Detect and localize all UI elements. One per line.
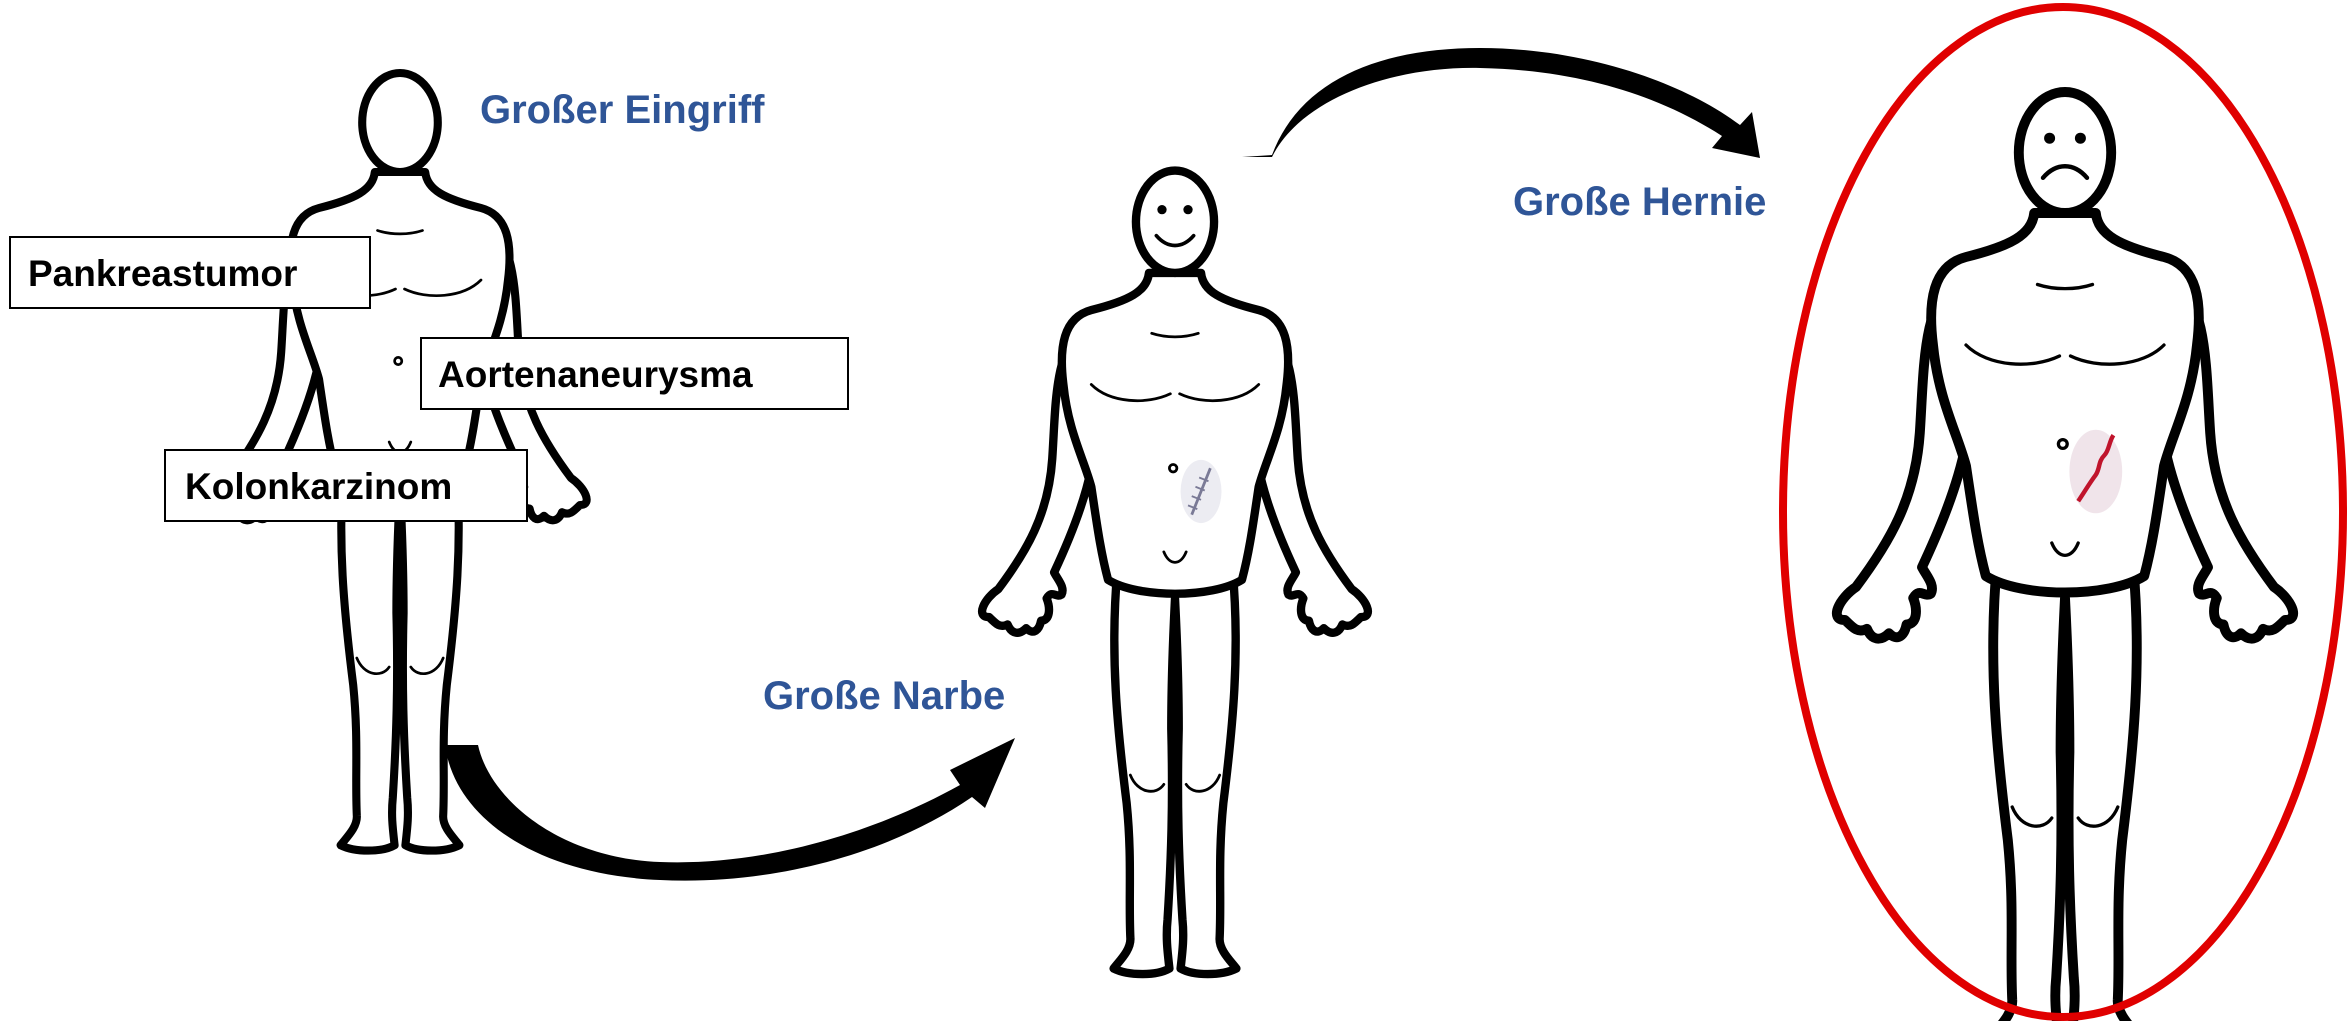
condition-box-aorta: Aortenaneurysma bbox=[421, 338, 848, 409]
condition-box-pancreas: Pankreastumor bbox=[10, 237, 370, 308]
hernia-icon bbox=[2069, 430, 2122, 514]
scar-icon bbox=[1181, 460, 1222, 523]
figure-large-scar bbox=[982, 171, 1368, 975]
condition-label: Kolonkarzinom bbox=[185, 466, 452, 507]
condition-label: Pankreastumor bbox=[28, 253, 297, 294]
figure-large-hernia bbox=[1837, 92, 2293, 1021]
stage-label-surgery: Großer Eingriff bbox=[480, 88, 765, 132]
curved-arrow-icon bbox=[1242, 48, 1760, 158]
stage-label-scar: Große Narbe bbox=[763, 674, 1005, 718]
curved-arrow-icon bbox=[445, 738, 1015, 881]
stage-label-hernia: Große Hernie bbox=[1513, 180, 1766, 224]
condition-box-colon: Kolonkarzinom bbox=[165, 450, 527, 521]
condition-label: Aortenaneurysma bbox=[438, 354, 753, 395]
